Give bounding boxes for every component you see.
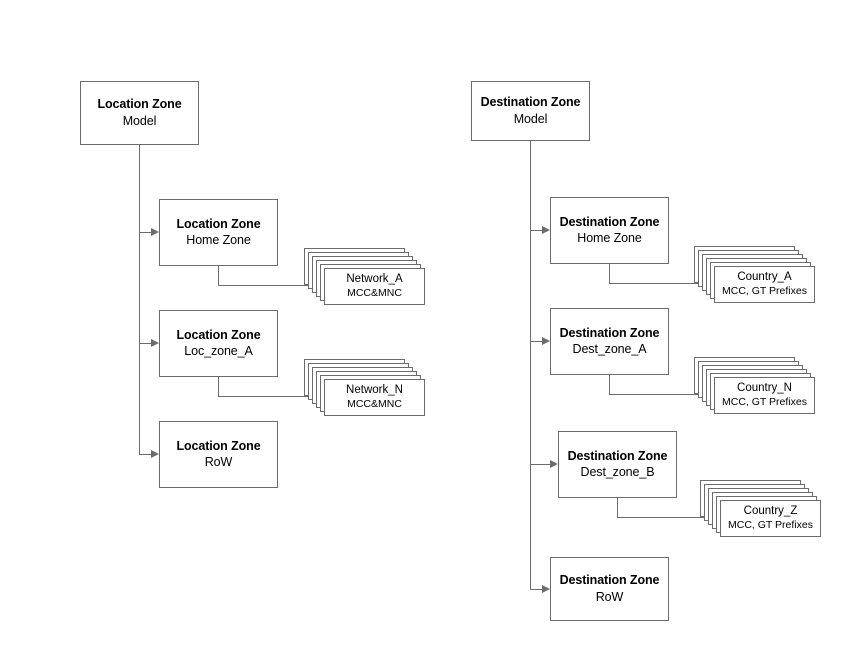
node-title: Location Zone <box>176 438 261 453</box>
arrowhead-loc-zone-a <box>151 339 159 347</box>
stack-card-title: Country_A <box>737 271 792 284</box>
node-title: Destination Zone <box>559 573 660 588</box>
connector-drop-country-n <box>609 375 610 394</box>
stack-card-title: Network_A <box>346 273 403 286</box>
connector-drop-country-a <box>609 264 610 283</box>
node-location-zone-model[interactable]: Location Zone Model <box>80 81 199 145</box>
connector-branch-dest-row <box>530 589 542 590</box>
connector-branch-dest-zone-b <box>530 464 550 465</box>
node-location-zone-loc-zone-a[interactable]: Location Zone Loc_zone_A <box>159 310 278 377</box>
stack-card-subtitle: MCC, GT Prefixes <box>722 396 807 409</box>
node-title: Destination Zone <box>567 448 668 463</box>
node-subtitle: Model <box>122 113 157 128</box>
stack-card-subtitle: MCC&MNC <box>347 287 402 300</box>
node-destination-zone-row[interactable]: Destination Zone RoW <box>550 557 669 621</box>
stack-card-title: Country_Z <box>743 505 798 518</box>
stack-card-title: Country_N <box>737 382 792 395</box>
node-location-zone-row[interactable]: Location Zone RoW <box>159 421 278 488</box>
node-title: Location Zone <box>176 327 261 342</box>
connector-trunk-location <box>139 145 140 454</box>
connector-run-country-z <box>617 517 715 518</box>
node-subtitle: Model <box>513 111 548 126</box>
node-title: Location Zone <box>176 216 261 231</box>
stack-network-n[interactable]: Network_N MCC&MNC <box>304 359 426 417</box>
connector-drop-network-a <box>218 266 219 285</box>
node-subtitle: RoW <box>595 589 624 604</box>
stack-card-subtitle: MCC, GT Prefixes <box>722 285 807 298</box>
node-title: Location Zone <box>97 97 182 112</box>
connector-branch-home-zone <box>139 232 151 233</box>
connector-branch-dest-home-zone <box>530 230 542 231</box>
arrowhead-dest-home-zone <box>542 226 550 234</box>
node-title: Destination Zone <box>559 325 660 340</box>
node-subtitle: Home Zone <box>577 231 642 245</box>
connector-run-country-n <box>609 394 709 395</box>
node-location-zone-home-zone[interactable]: Location Zone Home Zone <box>159 199 278 266</box>
node-destination-zone-model[interactable]: Destination Zone Model <box>471 81 590 141</box>
arrowhead-dest-row <box>542 585 550 593</box>
stack-card-front[interactable]: Network_A MCC&MNC <box>324 268 425 305</box>
node-subtitle: Home Zone <box>186 233 251 247</box>
stack-country-a[interactable]: Country_A MCC, GT Prefixes <box>694 246 816 304</box>
connector-branch-dest-zone-a <box>530 341 542 342</box>
stack-country-n[interactable]: Country_N MCC, GT Prefixes <box>694 357 816 415</box>
arrowhead-home-zone <box>151 228 159 236</box>
stack-card-front[interactable]: Country_Z MCC, GT Prefixes <box>720 500 821 537</box>
stack-card-front[interactable]: Country_A MCC, GT Prefixes <box>714 266 815 303</box>
stack-card-title: Network_N <box>346 384 403 397</box>
connector-branch-loc-zone-a <box>139 343 151 344</box>
arrowhead-loc-row <box>151 450 159 458</box>
stack-card-front[interactable]: Network_N MCC&MNC <box>324 379 425 416</box>
node-subtitle: Dest_zone_B <box>580 465 655 479</box>
stack-network-a[interactable]: Network_A MCC&MNC <box>304 248 426 306</box>
node-destination-zone-dest-zone-a[interactable]: Destination Zone Dest_zone_A <box>550 308 669 375</box>
connector-drop-network-n <box>218 377 219 396</box>
connector-run-network-n <box>218 396 318 397</box>
stack-country-z[interactable]: Country_Z MCC, GT Prefixes <box>700 480 822 538</box>
node-subtitle: RoW <box>204 455 233 469</box>
node-title: Destination Zone <box>480 95 581 110</box>
stack-card-subtitle: MCC&MNC <box>347 398 402 411</box>
stack-card-front[interactable]: Country_N MCC, GT Prefixes <box>714 377 815 414</box>
node-destination-zone-home-zone[interactable]: Destination Zone Home Zone <box>550 197 669 264</box>
connector-run-country-a <box>609 283 709 284</box>
connector-trunk-destination <box>530 141 531 589</box>
connector-branch-loc-row <box>139 454 151 455</box>
connector-run-network-a <box>218 285 318 286</box>
arrowhead-dest-zone-a <box>542 337 550 345</box>
connector-drop-country-z <box>617 498 618 517</box>
node-subtitle: Dest_zone_A <box>572 342 647 356</box>
node-destination-zone-dest-zone-b[interactable]: Destination Zone Dest_zone_B <box>558 431 677 498</box>
node-subtitle: Loc_zone_A <box>184 344 253 358</box>
arrowhead-dest-zone-b <box>550 460 558 468</box>
node-title: Destination Zone <box>559 214 660 229</box>
stack-card-subtitle: MCC, GT Prefixes <box>728 519 813 532</box>
